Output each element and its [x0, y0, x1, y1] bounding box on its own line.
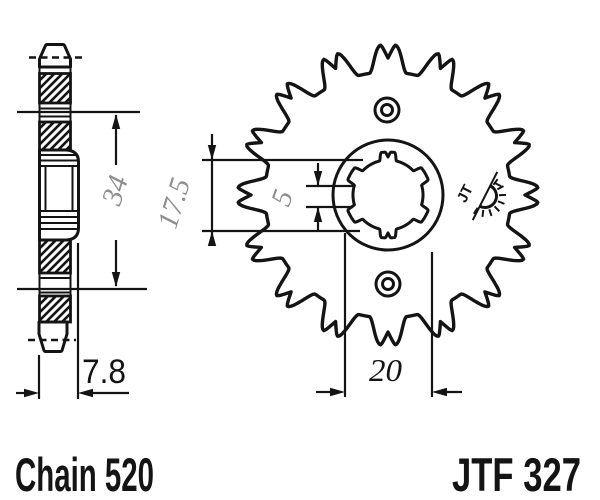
dimension-34: 34 [17, 110, 147, 291]
side-top-tooth [38, 43, 72, 69]
dimension-20: 20 [316, 233, 462, 397]
dimension-34-value: 34 [96, 172, 135, 210]
dimension-20-value: 20 [369, 352, 402, 388]
jt-logo-horizon-line [471, 171, 499, 221]
dimension-7-8-value: 7.8 [82, 353, 126, 391]
spline-bore [346, 150, 430, 240]
jt-logo: JT [454, 171, 507, 221]
jt-logo-sun [479, 184, 498, 209]
side-hatch-band-2 [38, 120, 72, 152]
jt-logo-sun-rays [473, 178, 507, 217]
bolt-hole-top-inner [380, 103, 394, 117]
side-hatch-band-1 [38, 72, 72, 105]
side-hub-detail-lines [40, 107, 78, 294]
side-view [28, 43, 83, 353]
dimension-arrows [24, 114, 447, 398]
front-view: JT [236, 43, 540, 347]
labels: Chain 520 JTF 327 [15, 448, 581, 500]
side-hatch-band-3 [38, 238, 72, 275]
side-hatch-band-4 [38, 294, 72, 324]
bolt-hole-bottom-inner [381, 277, 395, 291]
bolt-hole-bottom-outer [374, 270, 402, 298]
chain-size-label: Chain 520 [15, 448, 154, 500]
bolt-hole-top-outer [373, 96, 401, 124]
dimension-7-8: 7.8 [16, 243, 129, 399]
side-bottom-tooth [37, 320, 69, 353]
part-number-label: JTF 327 [452, 448, 581, 500]
dimension-17-5-value: 17.5 [152, 174, 197, 232]
jt-logo-text: JT [454, 182, 477, 205]
